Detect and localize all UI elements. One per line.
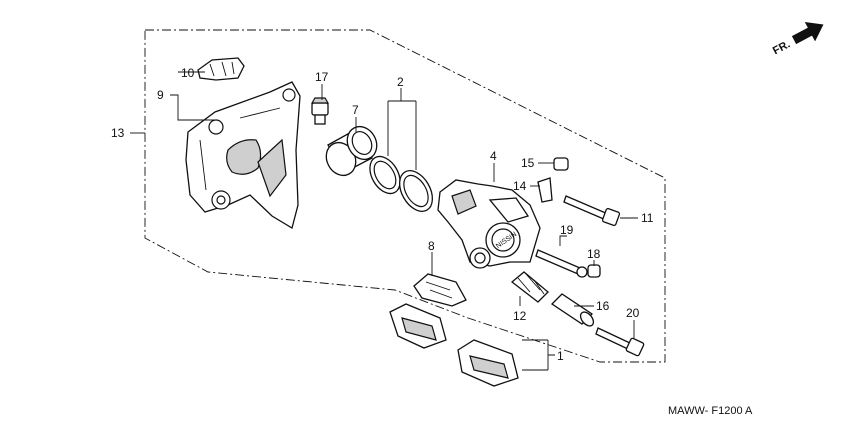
pad-spring — [413, 273, 467, 307]
callout-8: 8 — [428, 239, 435, 253]
callout-7: 7 — [352, 103, 359, 117]
callout-12: 12 — [513, 309, 527, 323]
pin-sleeve — [550, 293, 595, 327]
callout-10: 10 — [181, 66, 195, 80]
callout-20: 20 — [626, 306, 640, 320]
callout-14: 14 — [513, 179, 527, 193]
leader-2 — [387, 88, 417, 170]
drawing-code: MAWW- F1200 A — [668, 405, 753, 417]
leader-1 — [522, 339, 555, 371]
front-label: FR. — [771, 38, 792, 57]
caliper-bracket — [185, 81, 301, 230]
forward-arrow-icon — [791, 21, 824, 45]
callout-19: 19 — [560, 223, 574, 237]
caliper-piston — [325, 125, 378, 177]
callout-18: 18 — [587, 247, 601, 261]
slide-pin-19 — [535, 249, 588, 278]
leader-19 — [559, 235, 567, 246]
bleeder-cap-15 — [553, 157, 569, 171]
bleeder-bolt-17 — [310, 97, 330, 125]
callout-1: 1 — [557, 349, 564, 363]
nut-18 — [587, 264, 601, 278]
pad-retainer-clip — [197, 57, 245, 81]
caliper-pin-11 — [563, 195, 621, 227]
front-direction-indicator: FR. — [771, 21, 824, 57]
leader-9 — [170, 94, 215, 121]
brake-pad-set — [389, 303, 519, 387]
callout-16: 16 — [596, 299, 610, 313]
piston-seal-kit — [369, 155, 434, 212]
callout-11: 11 — [641, 211, 654, 225]
callout-17: 17 — [315, 70, 329, 84]
bleeder-screw-14 — [537, 177, 553, 203]
callout-15: 15 — [521, 156, 535, 170]
callout-9: 9 — [157, 88, 164, 102]
slide-pin-boot — [510, 271, 549, 303]
caliper-body: NISSIN — [437, 179, 541, 269]
callout-2: 2 — [397, 75, 404, 89]
callout-4: 4 — [490, 149, 497, 163]
mounting-bolt-20 — [595, 327, 645, 357]
callout-13: 13 — [111, 126, 125, 140]
